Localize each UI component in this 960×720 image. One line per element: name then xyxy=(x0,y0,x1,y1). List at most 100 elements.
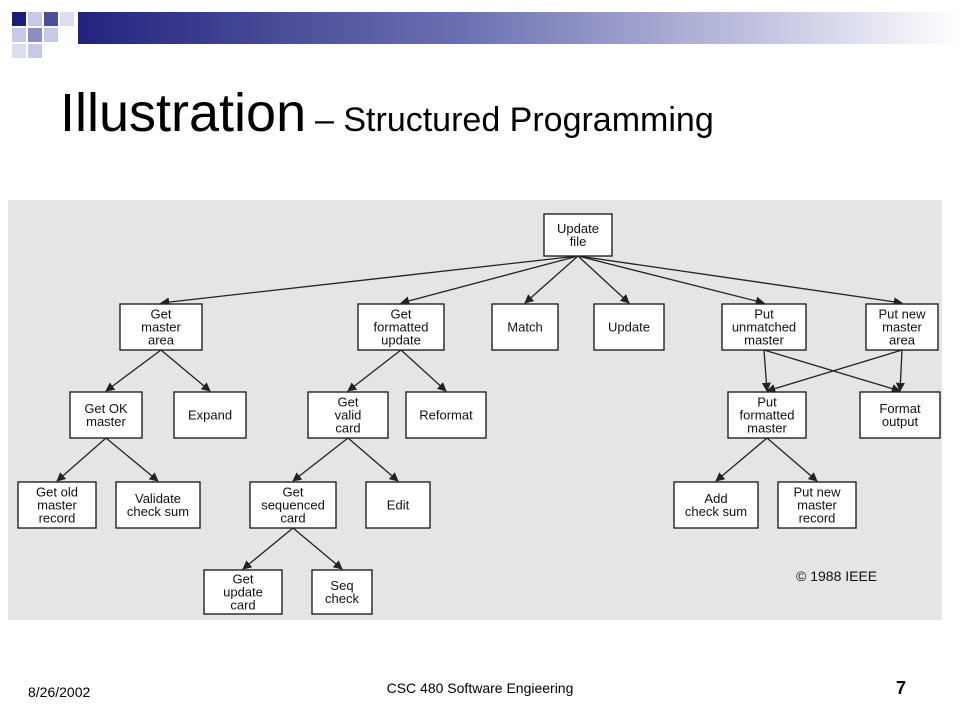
edge-get-master-area-to-expand xyxy=(160,349,211,392)
edge-get-ok-master-to-validate-check-sum xyxy=(105,437,159,482)
structure-chart: UpdatefileGetmasterareaGetformattedupdat… xyxy=(17,213,941,615)
node-label: Update xyxy=(557,221,599,236)
footer-date: 8/26/2002 xyxy=(28,684,91,700)
node-box xyxy=(115,481,201,529)
node-box xyxy=(491,303,559,351)
node-box xyxy=(307,391,389,439)
edge-put-formatted-master-to-add-check-sum xyxy=(715,437,768,482)
edge-put-unmatched-master-to-put-formatted-master xyxy=(761,349,771,392)
edge-get-formatted-update-to-reformat xyxy=(400,349,447,392)
node-box xyxy=(173,391,247,439)
edge-put-new-master-area-to-format-output xyxy=(895,349,905,392)
node-label: check xyxy=(325,591,359,606)
node-expand: Expand xyxy=(173,391,247,439)
node-label: Seq xyxy=(330,578,353,593)
node-edit: Edit xyxy=(365,481,431,529)
node-label: Put xyxy=(757,395,777,410)
node-label: file xyxy=(570,234,587,249)
node-label: Put xyxy=(754,307,774,322)
node-label: Get old xyxy=(36,485,78,500)
node-label: area xyxy=(148,333,175,348)
edge-update-file-to-put-unmatched-master xyxy=(577,255,765,306)
node-box xyxy=(543,213,613,257)
edge-put-formatted-master-to-put-new-master-record xyxy=(766,437,818,482)
node-label: update xyxy=(223,585,263,600)
node-label: Get xyxy=(391,307,412,322)
node-box xyxy=(777,481,857,529)
node-box xyxy=(119,303,203,351)
corner-square-navy-2 xyxy=(44,12,58,26)
header-gradient-bar xyxy=(78,12,960,44)
node-label: formatted xyxy=(740,408,795,423)
node-box xyxy=(673,481,759,529)
page-number: 7 xyxy=(896,678,907,698)
node-label: Get xyxy=(151,307,172,322)
corner-square-light-3 xyxy=(12,28,26,42)
corner-square-light-6 xyxy=(28,44,42,58)
edge-get-valid-card-to-get-sequenced-card xyxy=(292,437,349,482)
node-label: Get OK xyxy=(84,401,128,416)
node-box xyxy=(249,481,337,529)
node-label: card xyxy=(335,421,360,436)
node-box xyxy=(405,391,487,439)
edge-update-file-to-update xyxy=(577,255,630,304)
node-update: Update xyxy=(593,303,665,351)
node-box xyxy=(69,391,143,439)
node-box xyxy=(311,569,373,615)
corner-square-light-1 xyxy=(28,12,42,26)
edge-put-unmatched-master-to-format-output xyxy=(763,349,901,393)
node-match: Match xyxy=(491,303,559,351)
node-label: Get xyxy=(338,395,359,410)
node-label: Put new xyxy=(794,485,842,500)
edge-get-formatted-update-to-get-valid-card xyxy=(347,349,402,392)
edge-update-file-to-match xyxy=(524,255,579,304)
edge-update-file-to-get-master-area xyxy=(160,255,579,307)
node-label: check sum xyxy=(685,504,747,519)
node-label: master xyxy=(797,498,837,513)
slide-title-main: Illustration xyxy=(60,83,307,143)
node-box xyxy=(357,303,445,351)
node-label: Get xyxy=(283,485,304,500)
edge-get-valid-card-to-edit xyxy=(347,437,399,482)
node-label: master xyxy=(37,498,77,513)
node-label: master xyxy=(86,414,126,429)
node-label: output xyxy=(882,414,919,429)
node-box xyxy=(721,303,807,351)
node-box xyxy=(859,391,941,439)
edge-get-master-area-to-get-ok-master xyxy=(105,349,162,392)
edge-get-ok-master-to-get-old-master-record xyxy=(56,437,107,482)
node-label: record xyxy=(39,511,76,526)
slide-title-sub: – Structured Programming xyxy=(315,101,714,139)
edges-layer xyxy=(56,255,905,570)
node-label: record xyxy=(799,511,836,526)
footer-course: CSC 480 Software Engieering xyxy=(386,680,574,696)
node-label: Add xyxy=(704,491,727,506)
corner-square-light-2 xyxy=(60,12,74,26)
node-label: master xyxy=(747,421,787,436)
node-label: card xyxy=(230,598,255,613)
copyright-text: © 1988 IEEE xyxy=(796,568,878,584)
node-box xyxy=(593,303,665,351)
node-box xyxy=(727,391,807,439)
corner-square-light-5 xyxy=(12,44,26,58)
node-box xyxy=(365,481,431,529)
node-label: check sum xyxy=(127,504,189,519)
node-label: Validate xyxy=(135,491,181,506)
node-label: Format xyxy=(879,401,921,416)
node-label: unmatched xyxy=(732,320,796,335)
corner-square-light-4 xyxy=(44,28,58,42)
edge-put-new-master-area-to-put-formatted-master xyxy=(766,349,903,393)
node-label: update xyxy=(381,333,421,348)
